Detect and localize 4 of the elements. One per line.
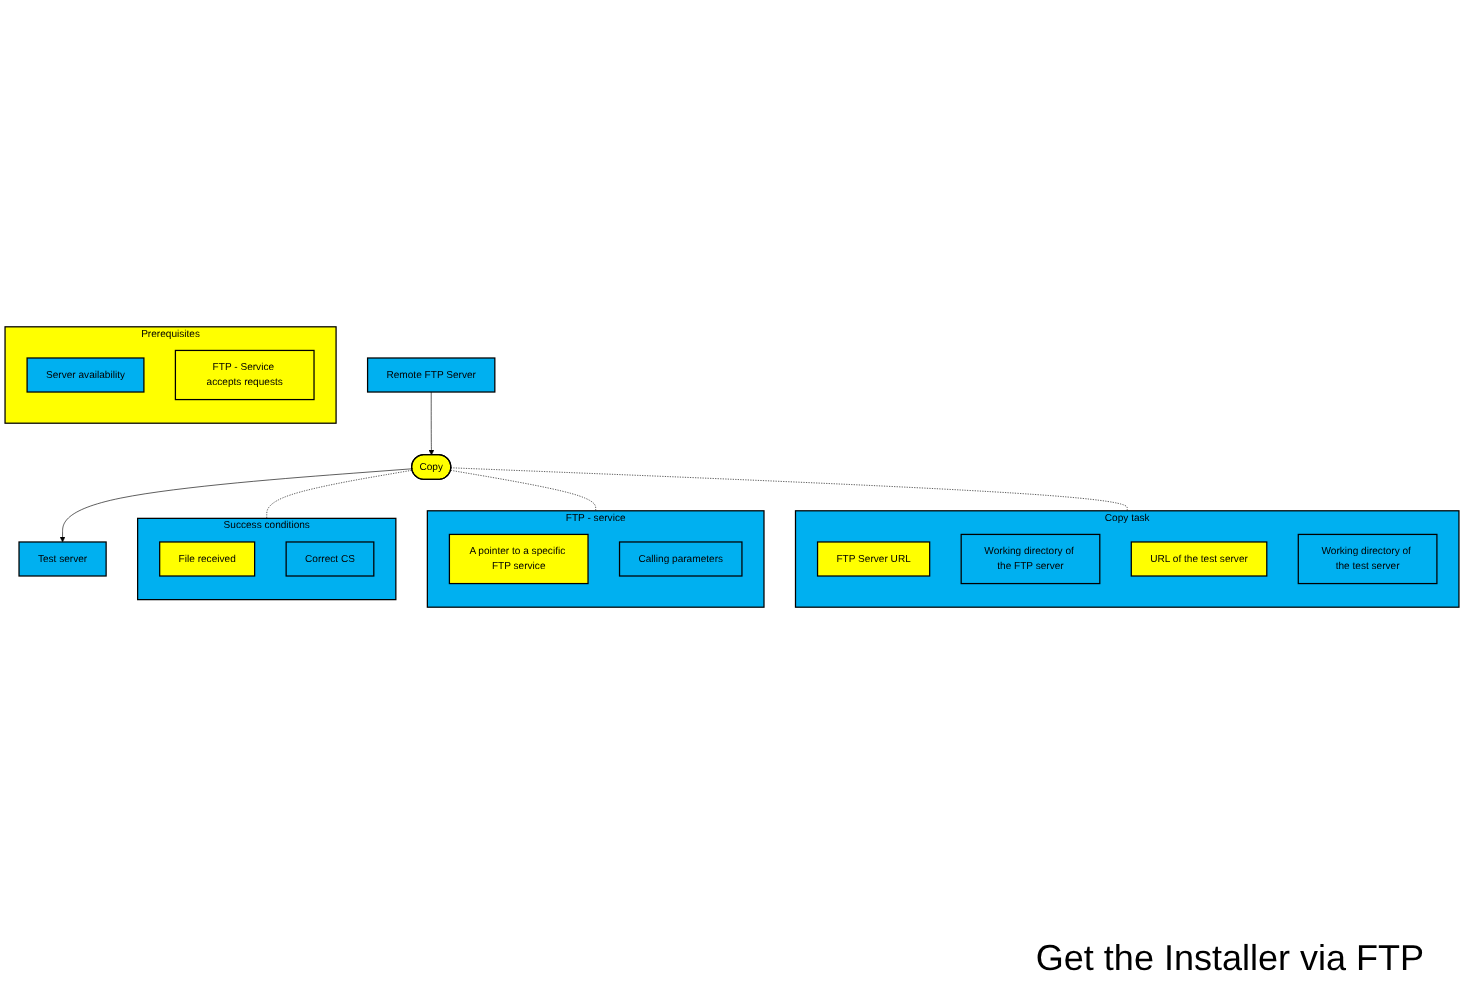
connector (450, 467, 1128, 512)
connector (450, 470, 596, 512)
connector (266, 470, 412, 519)
note-text: Get the Installer via FTP (1035, 938, 1424, 980)
